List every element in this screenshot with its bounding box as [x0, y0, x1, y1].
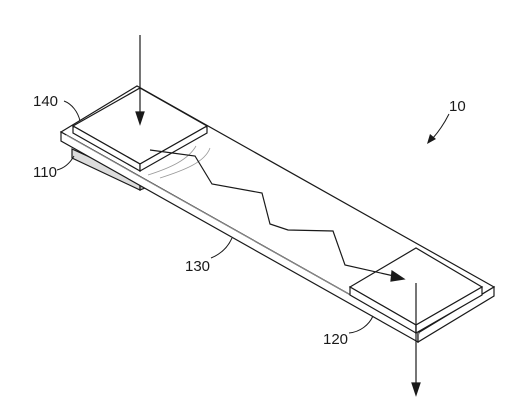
label-130: 130: [185, 258, 210, 275]
label-10: 10: [449, 98, 466, 115]
device-arrowhead: [427, 134, 436, 144]
label-140: 140: [33, 93, 58, 110]
first-pad-140: [71, 87, 209, 173]
outgoing-arrow: [411, 283, 421, 397]
label-120: 120: [323, 331, 348, 348]
zigzag-path-arrow: [149, 149, 406, 282]
leader-lines: [56, 100, 450, 334]
label-110: 110: [33, 164, 57, 181]
incoming-arrow: [135, 35, 145, 126]
